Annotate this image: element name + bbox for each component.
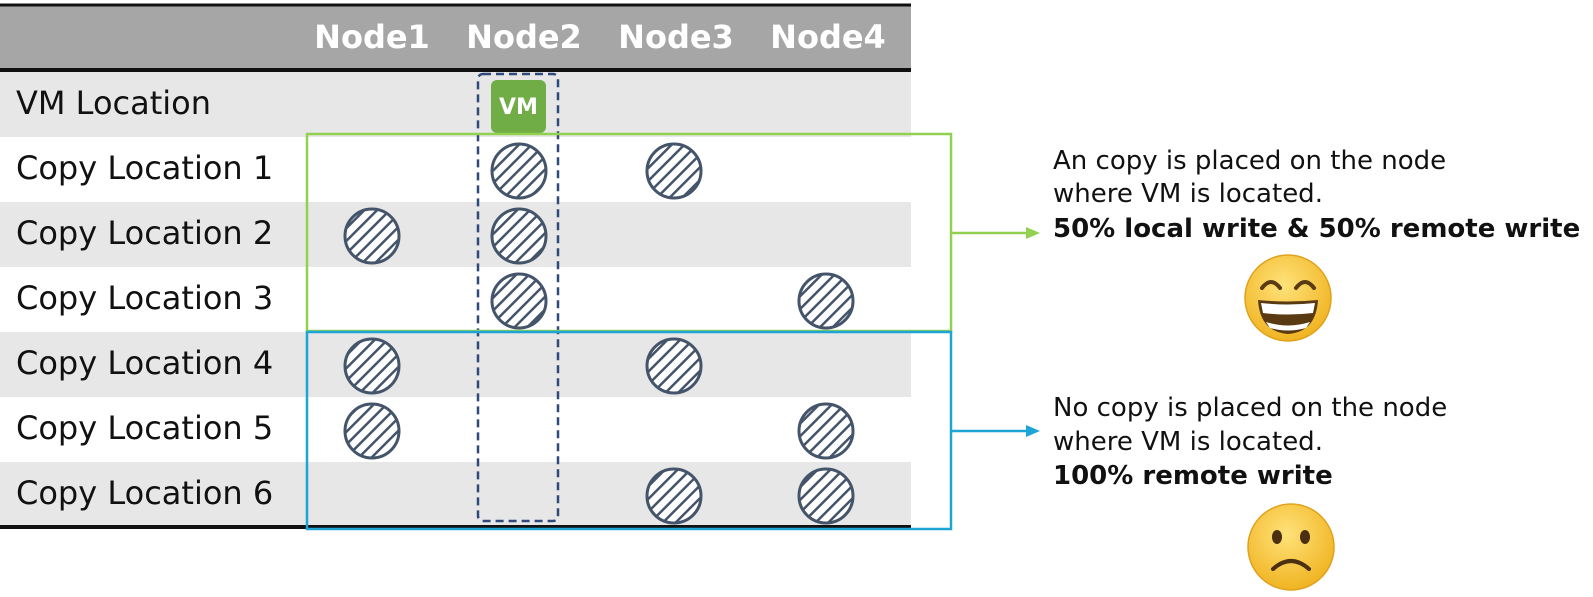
note-local-line-2: where VM is located. bbox=[1053, 179, 1323, 209]
note-remote: No copy is placed on the node where VM i… bbox=[1053, 393, 1447, 491]
frowning-face-icon bbox=[1247, 503, 1335, 591]
row-bg bbox=[0, 462, 911, 527]
copy-disk-icon bbox=[645, 337, 703, 395]
copy-disk-icon bbox=[343, 337, 401, 395]
copy-disk-icon bbox=[343, 207, 401, 265]
copy-disk-icon bbox=[797, 467, 855, 525]
column-header-node4: Node4 bbox=[770, 18, 886, 56]
row-label: Copy Location 6 bbox=[16, 474, 273, 512]
copy-disk-icon bbox=[645, 142, 703, 200]
note-remote-line-1: No copy is placed on the node bbox=[1053, 393, 1447, 423]
copy-disk-icon bbox=[797, 402, 855, 460]
arrow-remote bbox=[951, 425, 1040, 437]
copy-disk-icon bbox=[645, 467, 703, 525]
note-remote-bold: 100% remote write bbox=[1053, 461, 1333, 491]
copy-disk-icon bbox=[490, 272, 548, 330]
row-bg bbox=[0, 202, 911, 267]
column-header-node1: Node1 bbox=[314, 18, 430, 56]
row-label: Copy Location 1 bbox=[16, 149, 273, 187]
note-local-bold: 50% local write & 50% remote write bbox=[1053, 214, 1580, 244]
arrow-local bbox=[951, 227, 1040, 239]
row-label: Copy Location 4 bbox=[16, 344, 273, 382]
copy-disk-icon bbox=[343, 402, 401, 460]
note-local-line-1: An copy is placed on the node bbox=[1053, 146, 1446, 176]
column-header-node2: Node2 bbox=[466, 18, 582, 56]
row-label: Copy Location 5 bbox=[16, 409, 273, 447]
copy-disk-icon bbox=[797, 272, 855, 330]
copy-disk-icon bbox=[490, 207, 548, 265]
column-header-node3: Node3 bbox=[618, 18, 734, 56]
row-label: VM Location bbox=[16, 84, 211, 122]
note-local: An copy is placed on the node where VM i… bbox=[1053, 146, 1580, 244]
copy-disk-icon bbox=[490, 142, 548, 200]
row-bg bbox=[0, 72, 911, 137]
row-bg bbox=[0, 332, 911, 397]
grinning-face-icon bbox=[1244, 254, 1332, 342]
vm-badge: VM bbox=[491, 80, 546, 133]
note-remote-line-2: where VM is located. bbox=[1053, 427, 1323, 457]
vm-badge-label: VM bbox=[499, 95, 538, 120]
row-label: Copy Location 3 bbox=[16, 279, 273, 317]
row-label: Copy Location 2 bbox=[16, 214, 273, 252]
table-header-bg bbox=[0, 6, 911, 70]
